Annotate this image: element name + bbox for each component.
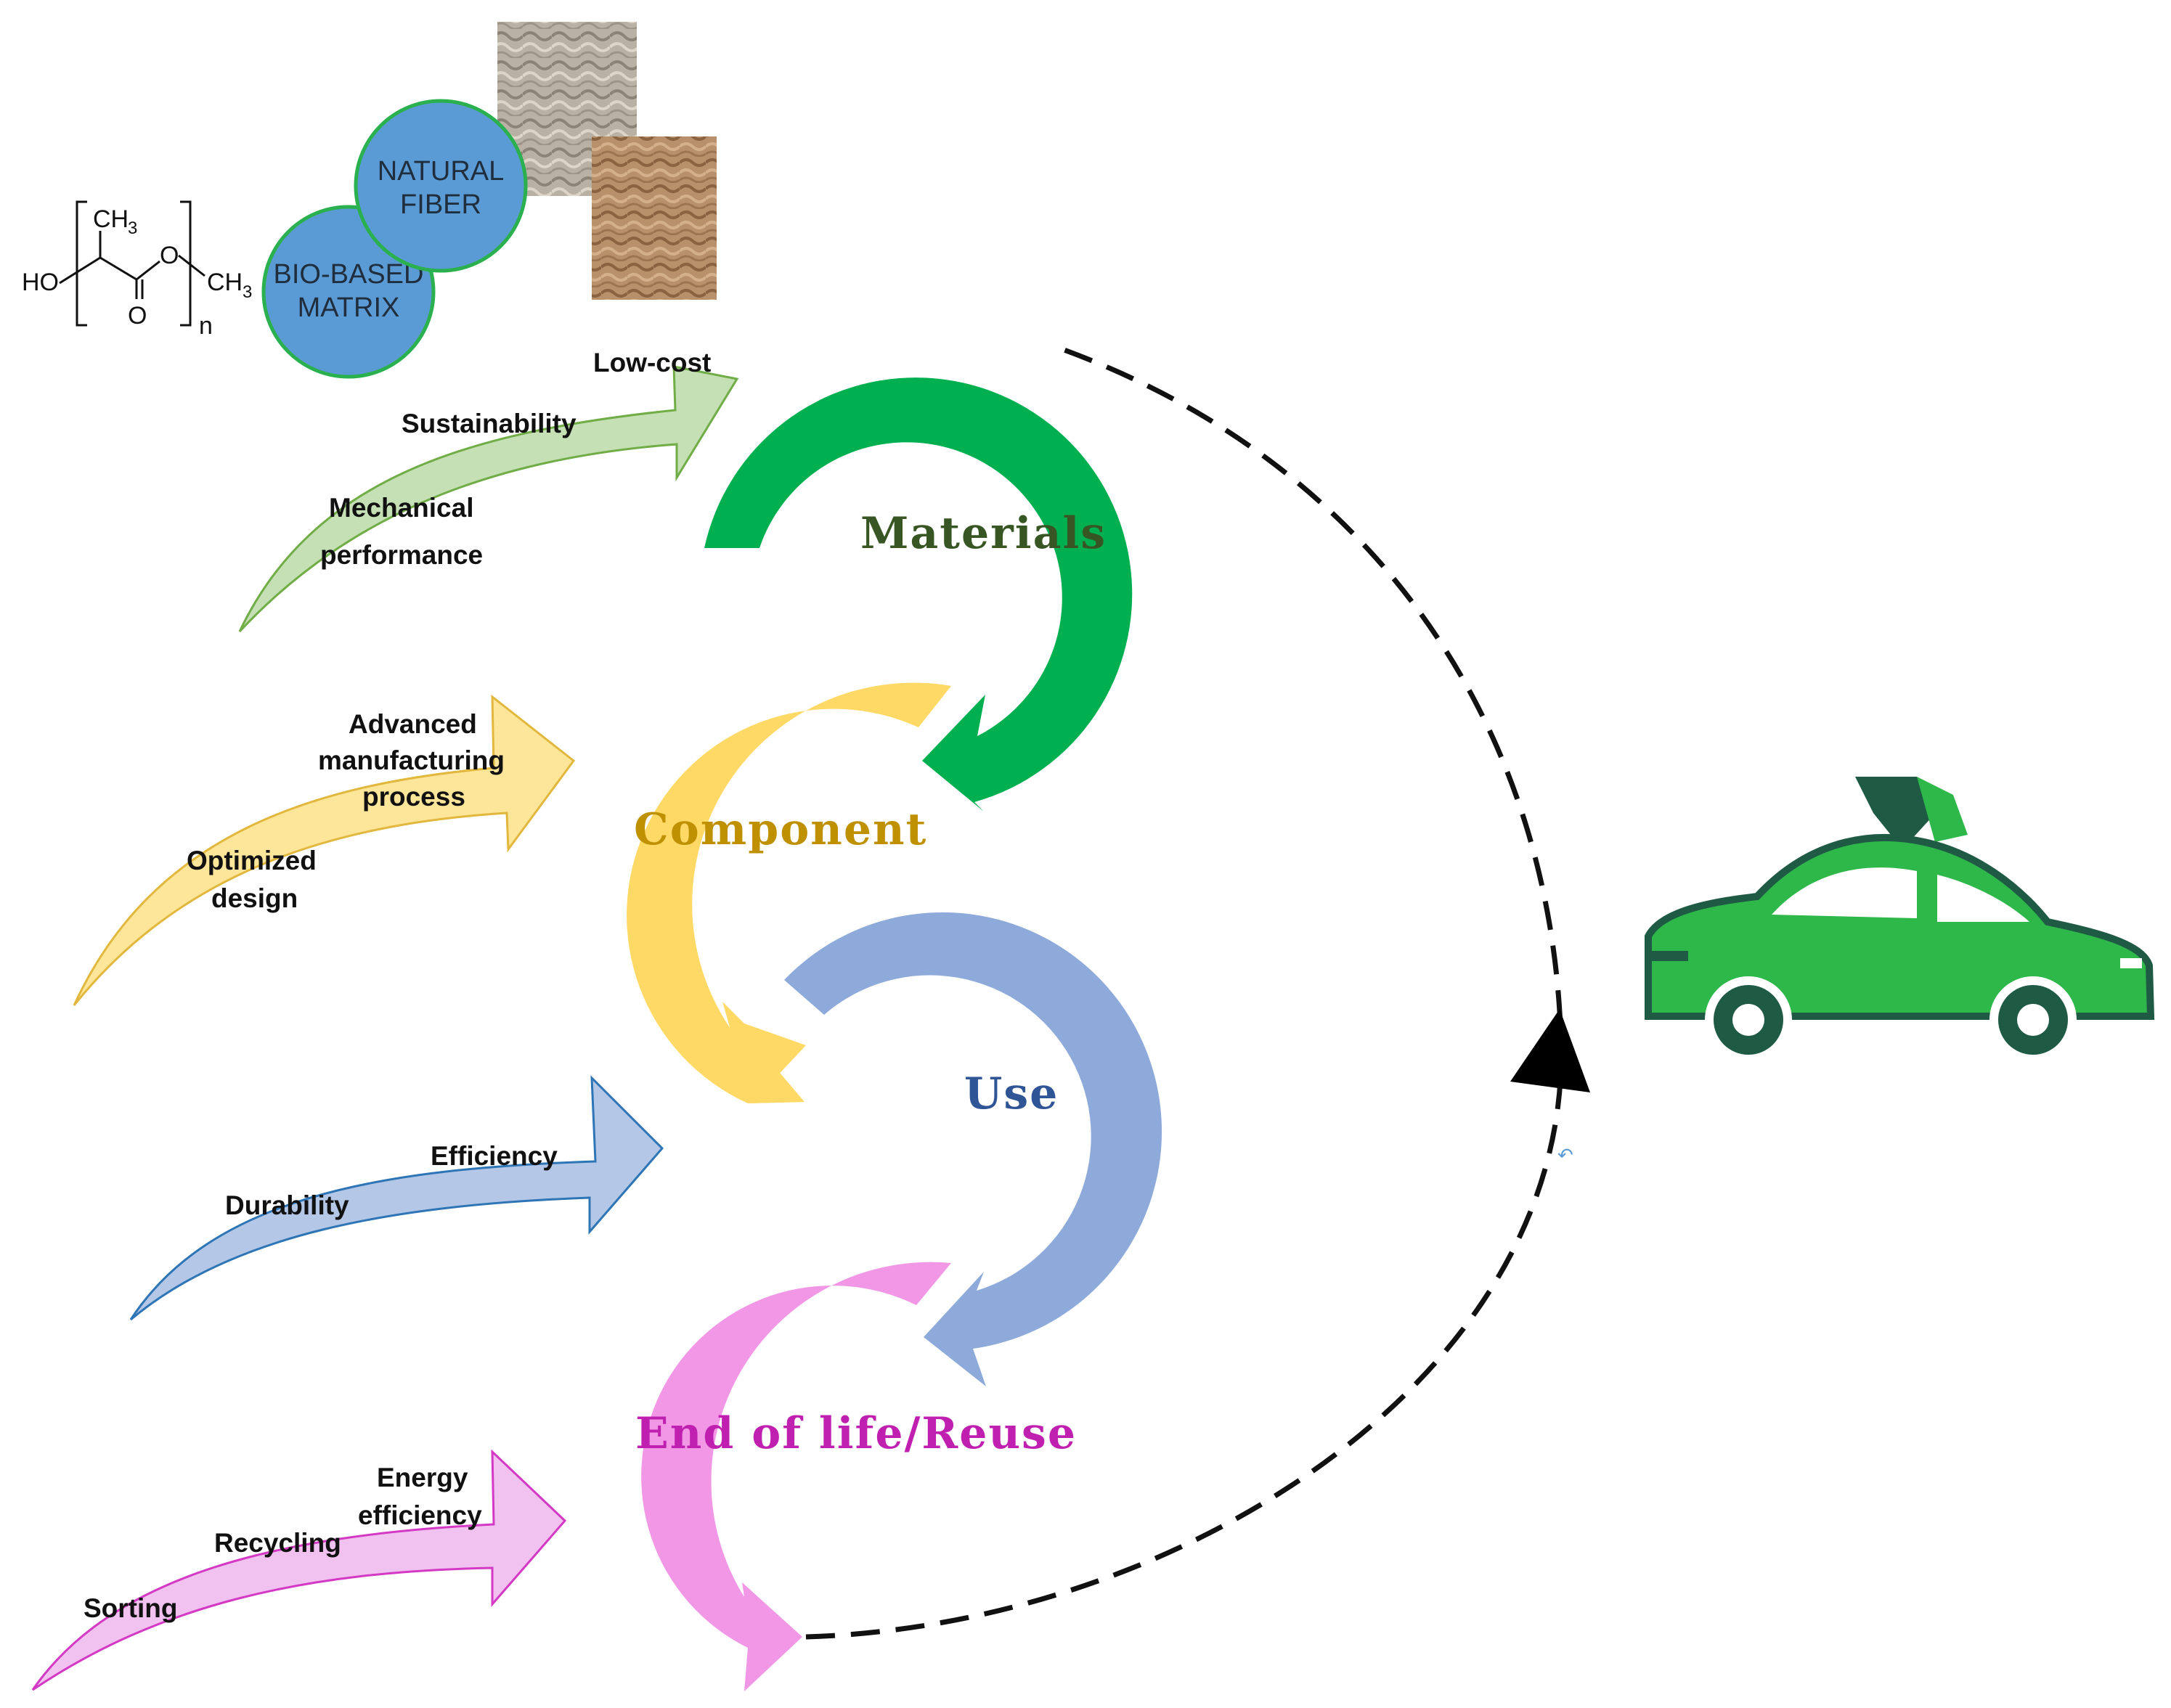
natural-fiber-line-1: NATURAL [378, 156, 505, 187]
end-of-life-driver-arrow [31, 1449, 567, 1691]
return-loop-arrowhead [1510, 1009, 1590, 1092]
chem-ester-o: O [160, 242, 179, 269]
driver-optimized: Optimized [187, 846, 317, 875]
chem-carbonyl-o: O [128, 302, 147, 330]
end-of-life-title: End of life/Reuse [635, 1408, 1077, 1459]
component-arrowhead [722, 1002, 806, 1103]
materials-title: Materials [860, 508, 1107, 559]
driver-efficiency: Efficiency [431, 1141, 558, 1171]
driver-advanced: Advanced [349, 709, 477, 739]
chem-repeat-n: n [199, 312, 213, 340]
recycling-car-icon [1645, 777, 2155, 1063]
driver-energy-efficiency: efficiency [358, 1500, 482, 1530]
driver-energy: Energy [377, 1463, 468, 1492]
use-cycle-arrow [784, 912, 1162, 1386]
driver-manufacturing: manufacturing [318, 745, 505, 775]
driver-low-cost: Low-cost [593, 348, 711, 377]
return-loop-dashed [805, 346, 1564, 1640]
driver-durability: Durability [225, 1190, 349, 1220]
driver-sustainability: Sustainability [402, 409, 577, 438]
chem-methyl-top: CH [93, 205, 129, 233]
component-driver-arrow [73, 694, 576, 1006]
chem-methyl-end: CH [207, 269, 243, 296]
component-title: Component [634, 804, 927, 855]
driver-mechanical: Mechanical [329, 493, 473, 523]
driver-performance: performance [320, 540, 483, 570]
driver-process: process [362, 782, 465, 812]
use-title: Use [964, 1068, 1059, 1119]
driver-design: design [211, 883, 298, 913]
natural-fiber-circle: NATURAL FIBER [354, 99, 528, 273]
bio-based-matrix-line-2: MATRIX [298, 293, 400, 323]
chem-methyl-end-sub: 3 [243, 282, 252, 302]
driver-recycling: Recycling [214, 1528, 341, 1558]
stray-mark: ↶ [1557, 1144, 1573, 1166]
end-of-life-cycle-arrow [641, 1262, 951, 1691]
chem-ho: HO [22, 269, 59, 296]
materials-cycle-arrow [704, 377, 1133, 812]
natural-fiber-line-2: FIBER [400, 189, 481, 220]
pla-chemical-structure: HO CH 3 O O CH 3 n [22, 200, 252, 340]
driver-sorting: Sorting [84, 1593, 177, 1623]
use-driver-arrow [129, 1075, 664, 1321]
natural-fiber-photo [592, 136, 717, 300]
component-cycle-arrow [627, 682, 951, 1103]
materials-driver-arrow [238, 365, 739, 633]
chem-methyl-top-sub: 3 [128, 218, 137, 238]
bio-based-matrix-line-1: BIO-BASED [274, 259, 424, 290]
